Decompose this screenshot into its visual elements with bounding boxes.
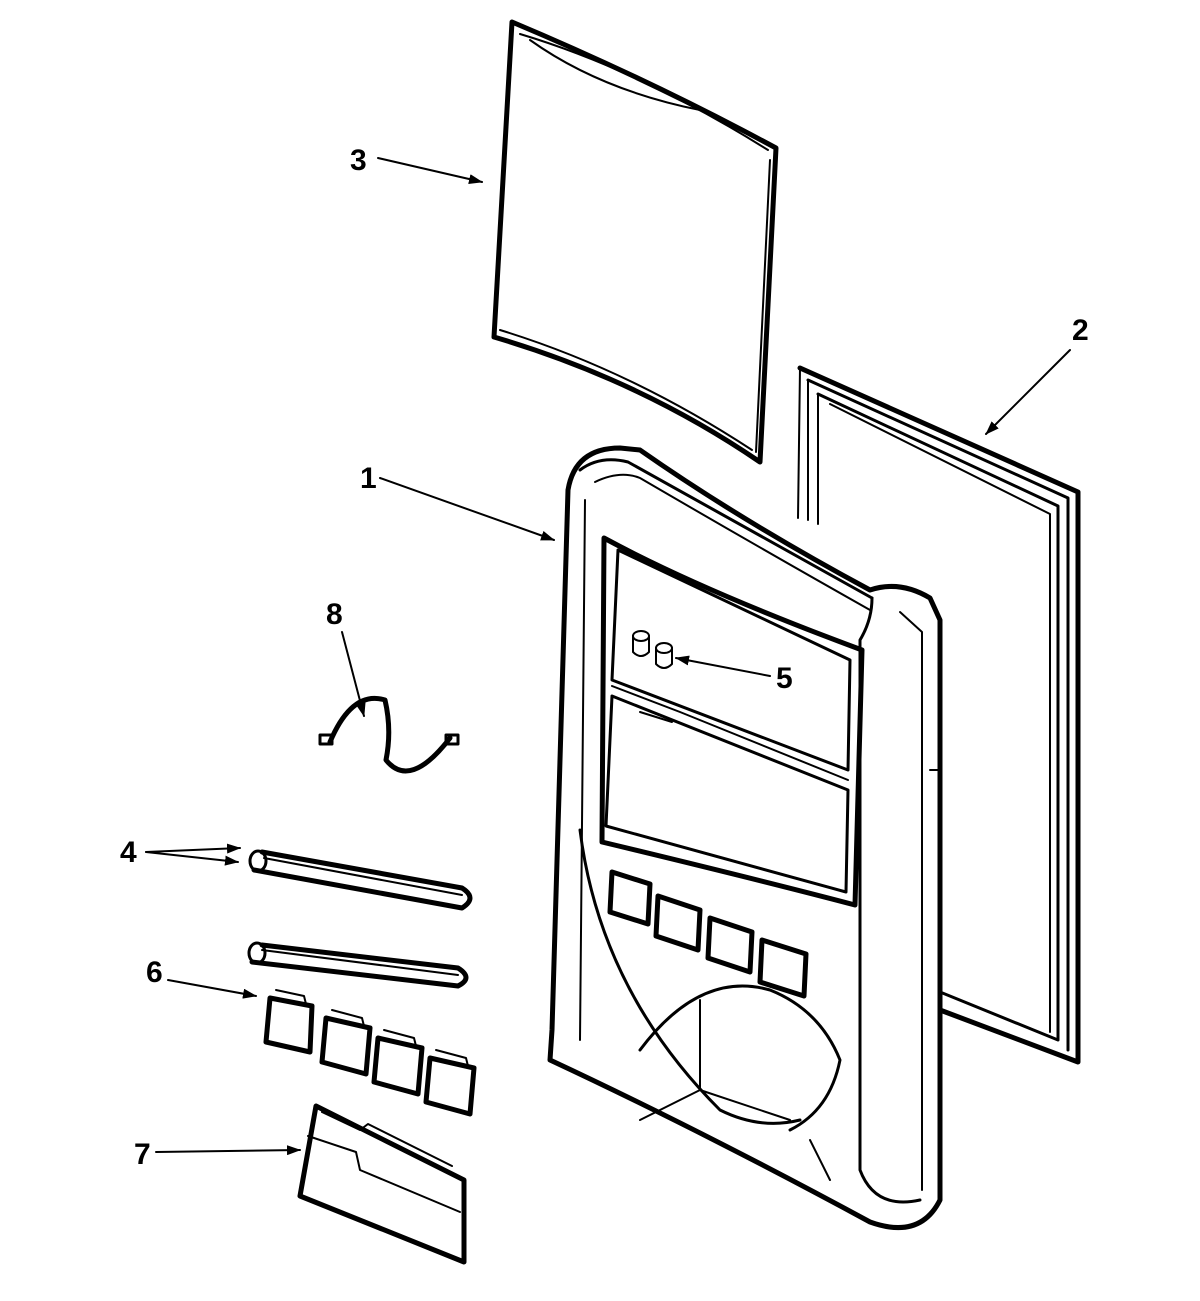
callout-3: 3 <box>350 144 367 177</box>
leader-6 <box>167 979 257 999</box>
facade-button-3 <box>705 915 755 975</box>
leader-4b <box>145 851 239 866</box>
leader-8 <box>341 631 366 717</box>
drip-tray <box>297 1103 467 1265</box>
callout-1: 1 <box>360 462 377 495</box>
dispenser-facade <box>547 445 943 1231</box>
leader-5 <box>675 655 771 677</box>
indicator-caps <box>632 630 673 669</box>
leader-7 <box>155 1145 301 1156</box>
facade-button-4 <box>757 937 809 999</box>
leader-4a <box>145 843 241 854</box>
callout-7: 7 <box>134 1138 151 1171</box>
cover-panel <box>491 19 779 465</box>
callout-8: 8 <box>326 598 343 631</box>
button-pad-1 <box>263 989 315 1055</box>
leader-2 <box>985 349 1071 435</box>
callout-6: 6 <box>146 956 163 989</box>
roller-shafts <box>247 849 473 989</box>
wire-harness <box>318 695 460 774</box>
leader-3 <box>377 157 483 184</box>
button-pad-2 <box>319 1009 373 1077</box>
button-pad-3 <box>371 1029 425 1097</box>
callout-2: 2 <box>1072 314 1089 347</box>
leader-1 <box>379 477 555 541</box>
facade-button-1 <box>607 869 653 927</box>
gasket-frame <box>797 365 1081 1065</box>
button-pad-4 <box>423 1049 477 1117</box>
facade-button-2 <box>653 893 703 953</box>
callout-5: 5 <box>776 662 793 695</box>
callout-4: 4 <box>120 836 137 869</box>
leader-lines <box>145 157 1071 1156</box>
